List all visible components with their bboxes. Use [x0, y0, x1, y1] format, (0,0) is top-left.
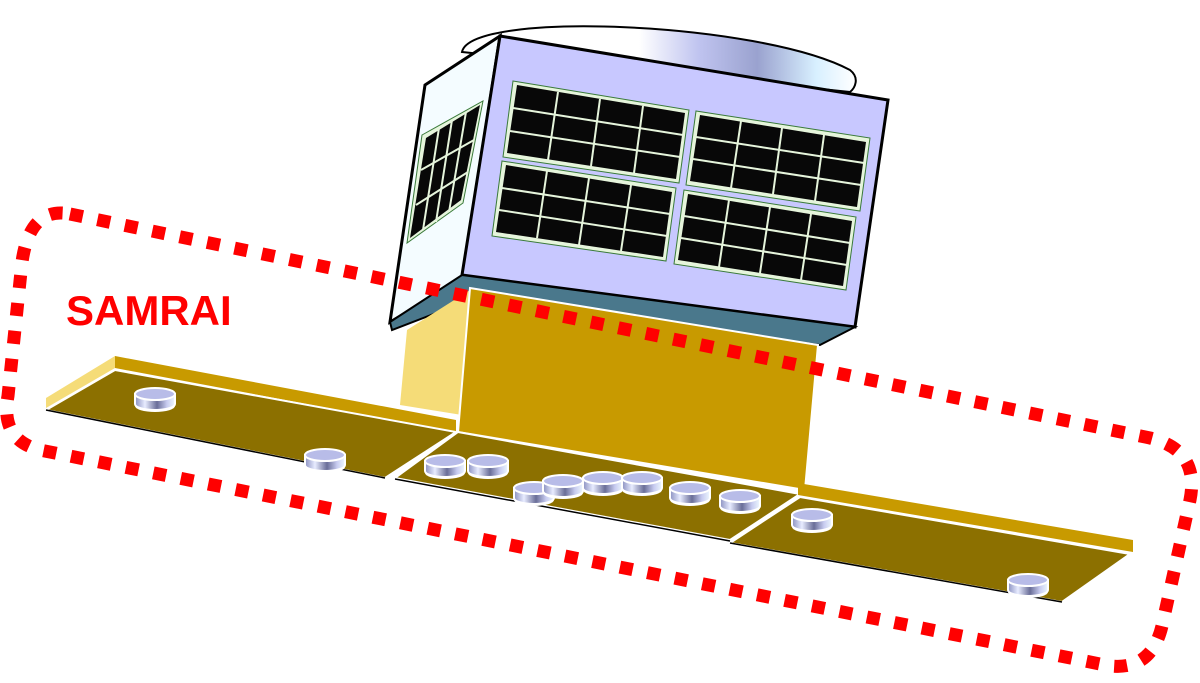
antenna-dish	[460, 25, 857, 94]
front-solar-panels	[491, 80, 871, 291]
highlight-outline	[0, 206, 1199, 673]
solar-panel-3	[491, 160, 677, 262]
solar-panel-2	[685, 110, 871, 212]
bus-mount	[400, 286, 820, 492]
solar-panel-1	[502, 80, 690, 184]
side-solar-panel	[406, 100, 484, 245]
solar-panel-4	[673, 189, 857, 291]
samrai-label: SAMRAI	[66, 287, 232, 334]
